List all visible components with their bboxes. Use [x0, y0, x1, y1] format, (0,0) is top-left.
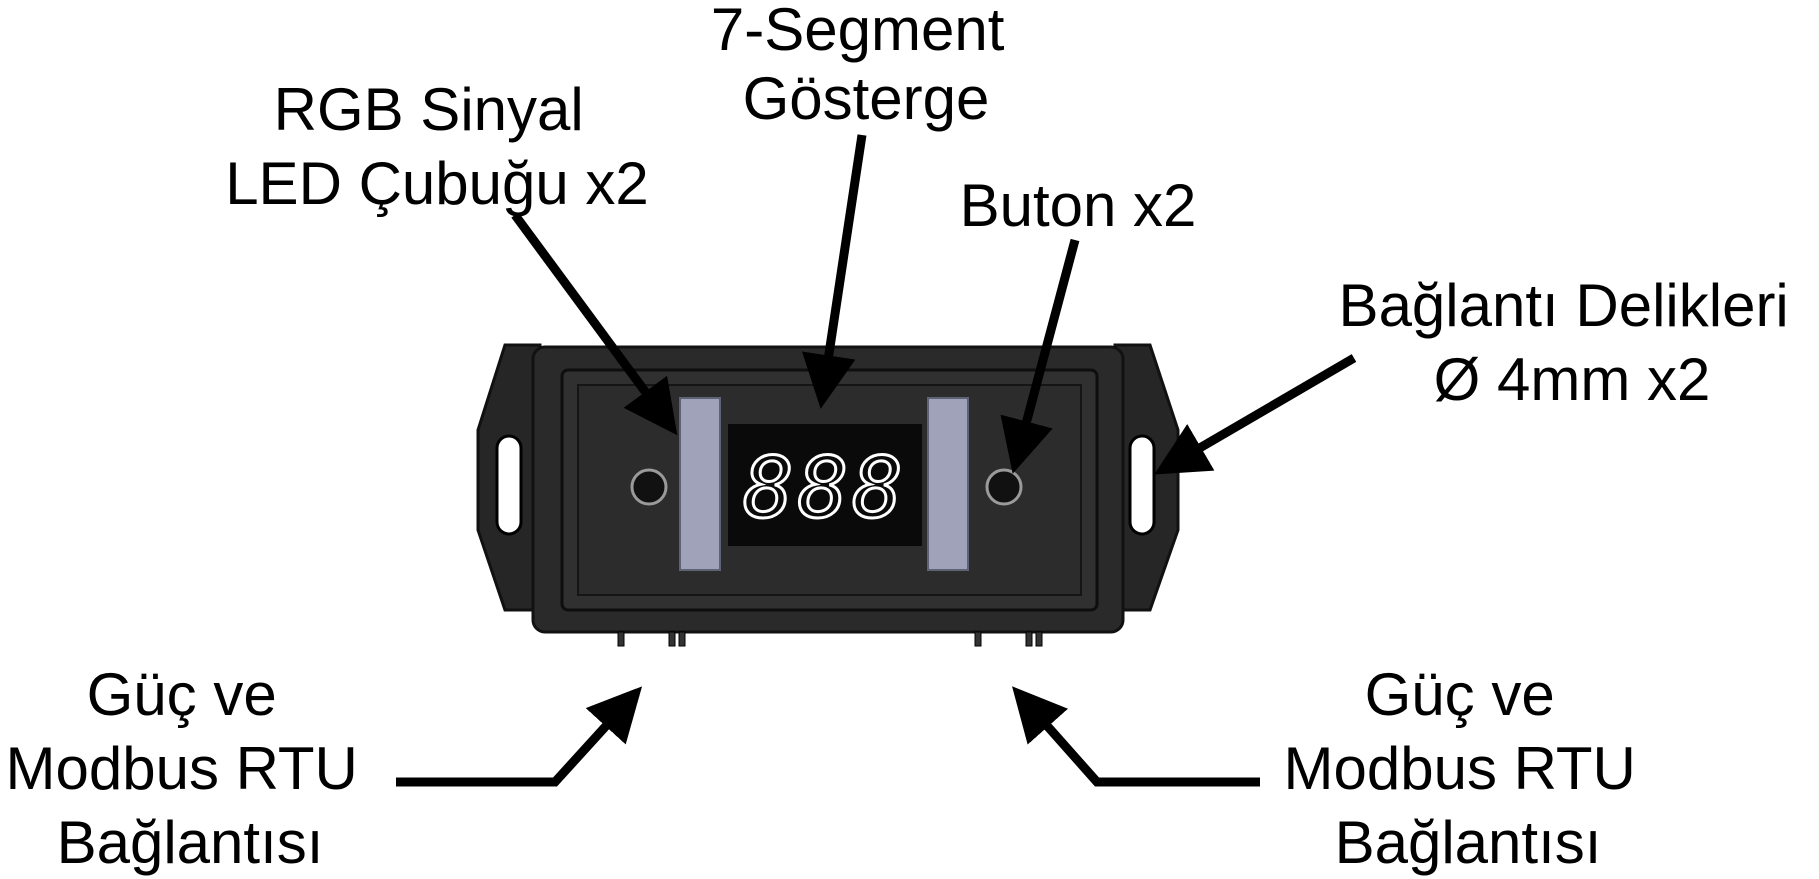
arrow-mounting-holes [1154, 354, 1357, 475]
label-connector-left: Güç ve Modbus RTU Bağlantısı [5, 661, 374, 876]
enclosure: 888 [476, 343, 1180, 647]
connector-pins-right [974, 631, 1043, 647]
arrow-connector-left [396, 686, 643, 787]
arrow-connector-right [1012, 686, 1260, 787]
arrow-rgb-led [511, 212, 678, 436]
button-left[interactable] [630, 468, 668, 506]
mounting-hole-right [1128, 434, 1156, 536]
arrow-seven-segment [802, 134, 867, 409]
connector-pins-left [617, 631, 686, 647]
seven-segment-digits: 888 [743, 439, 907, 537]
rgb-led-bar-right [927, 397, 969, 571]
label-button: Buton x2 [960, 172, 1197, 239]
label-mounting-holes: Bağlantı Delikleri Ø 4mm x2 [1339, 272, 1806, 413]
arrow-button [1000, 238, 1080, 474]
label-connector-right: Güç ve Modbus RTU Bağlantısı [1283, 661, 1652, 876]
seven-segment-window [728, 424, 922, 546]
mounting-hole-left [495, 434, 523, 536]
rgb-led-bar-left [679, 397, 721, 571]
label-seven-segment: 7-Segment Gösterge [711, 0, 1021, 132]
button-right[interactable] [985, 468, 1023, 506]
label-rgb-led: RGB Sinyal LED Çubuğu x2 [225, 76, 649, 217]
